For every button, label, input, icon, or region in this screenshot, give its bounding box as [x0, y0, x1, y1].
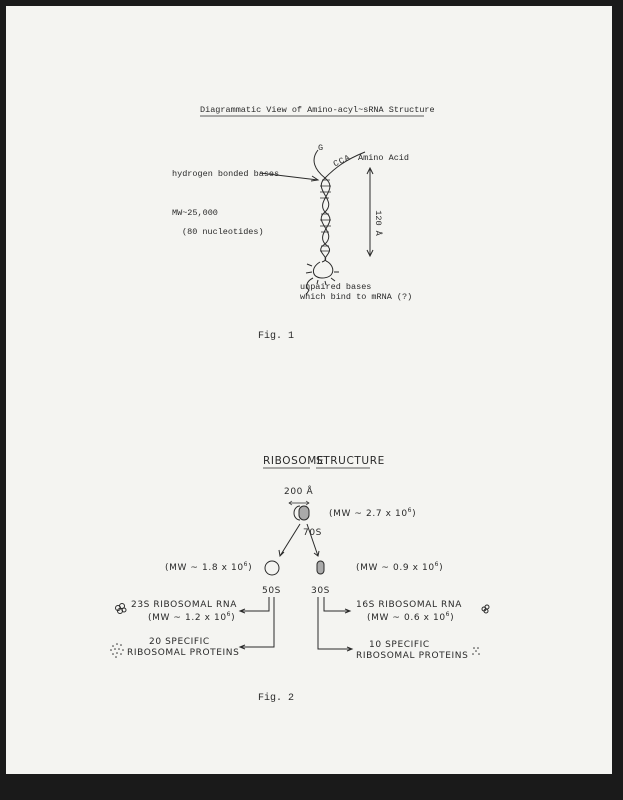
proteins-20-label-2: RIBOSOMAL PROTEINS: [127, 648, 240, 658]
unpaired-label: unpaired bases: [300, 282, 372, 292]
proteins-10-label: 10 SPECIFIC: [369, 640, 430, 650]
ribosome-70s-shape: [293, 505, 310, 521]
hydrogen-bonded-label: hydrogen bonded bases: [172, 169, 280, 179]
arrow-to-20-proteins: [238, 597, 275, 650]
mw-label: MW~25,000: [172, 208, 218, 218]
pointer-arrow: [259, 172, 320, 182]
rna-blob-23s-icon: [115, 603, 127, 614]
arrow-to-10-proteins: [317, 597, 354, 652]
mw-50s: (MW ~ 1.8 x 106): [165, 561, 253, 573]
proteins-20-label: 20 SPECIFIC: [149, 637, 210, 647]
size-arrow: [288, 500, 310, 506]
mw-16s: (MW ~ 0.6 x 106): [367, 611, 455, 623]
rna-16s-label: 16S RIBOSOMAL RNA: [356, 600, 462, 610]
arrow-to-30s: [306, 523, 320, 557]
fig2-caption: Fig. 2: [258, 693, 295, 704]
size-label: 200 Å: [284, 487, 314, 497]
subunit-30s-shape: [316, 560, 325, 575]
label-30s: 30S: [311, 586, 330, 596]
document-page: [6, 6, 612, 774]
nucleotides-label: (80 nucleotides): [182, 227, 264, 237]
subunit-50s-shape: [264, 560, 280, 576]
proteins-10-label-2: RIBOSOMAL PROTEINS: [356, 651, 469, 661]
arrow-to-23s: [238, 597, 270, 614]
fig2-title-1: RIBOSOME: [263, 455, 325, 467]
label-70s: 70S: [303, 528, 322, 538]
length-label: 120 Å: [372, 210, 383, 236]
label-g: G: [318, 143, 324, 153]
trna-helix: [305, 149, 366, 296]
mw-30s: (MW ~ 0.9 x 106): [356, 561, 444, 573]
protein-dots-10-icon: [472, 647, 480, 655]
arrow-to-50s: [278, 523, 301, 558]
fig1-title: Diagrammatic View of Amino-acyl~sRNA Str…: [200, 105, 435, 115]
amino-acid-label: Amino Acid: [358, 153, 410, 163]
rna-23s-label: 23S RIBOSOMAL RNA: [131, 600, 237, 610]
fig2-title-2: STRUCTURE: [316, 455, 385, 467]
arrow-to-16s: [323, 597, 352, 614]
protein-dots-20-icon: [110, 643, 124, 658]
unpaired-label-2: which bind to mRNA (?): [300, 292, 413, 302]
rna-blob-16s-icon: [481, 604, 490, 614]
fig1-caption: Fig. 1: [258, 331, 295, 342]
label-50s: 50S: [262, 586, 281, 596]
length-arrow: [366, 166, 374, 258]
mw-70s: (MW ~ 2.7 x 106): [329, 507, 417, 519]
mw-23s: (MW ~ 1.2 x 106): [148, 611, 236, 623]
